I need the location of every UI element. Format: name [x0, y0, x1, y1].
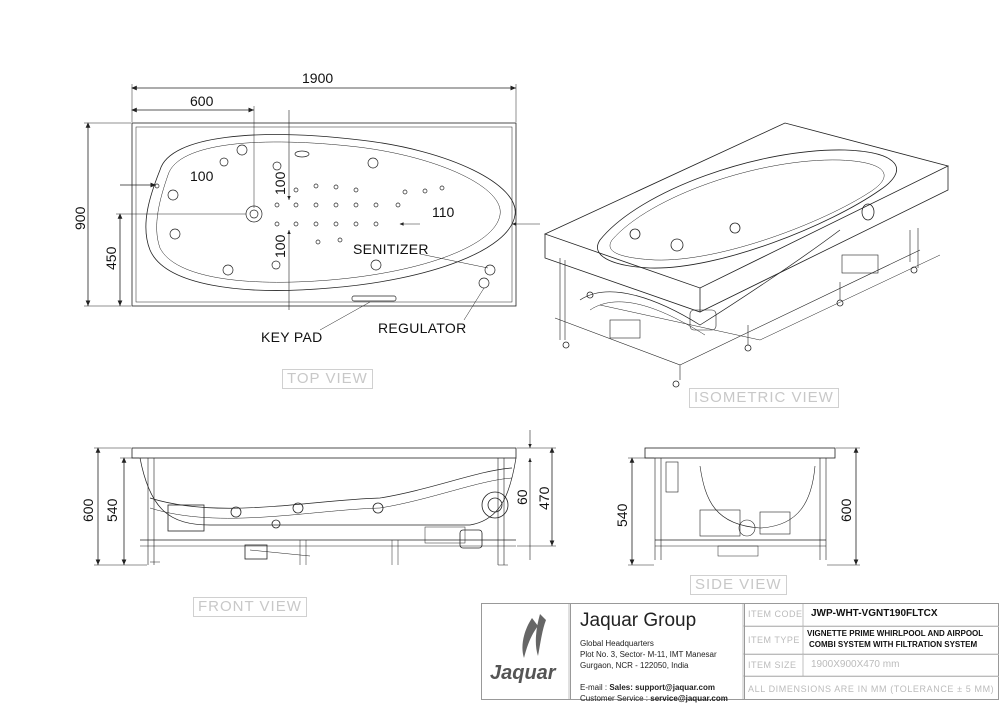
dim-front-rim: 60	[514, 489, 530, 505]
spec-row-item-size: ITEM SIZE 1900X900X470 mm	[745, 654, 999, 677]
dim-half-top: 450	[103, 246, 119, 270]
contact-info: E-mail : Sales: support@jaquar.com Custo…	[580, 682, 728, 704]
item-size-value: 1900X900X470 mm	[811, 659, 900, 670]
view-label-side: SIDE VIEW	[690, 575, 787, 595]
view-label-top: TOP VIEW	[282, 369, 373, 389]
sales-email[interactable]: support@jaquar.com	[635, 683, 715, 692]
dim-jet-spacing-h: 100	[190, 168, 214, 184]
top-view	[84, 84, 540, 331]
email-label: E-mail :	[580, 683, 610, 692]
dim-width-top: 900	[72, 206, 88, 230]
dim-length-top: 1900	[302, 70, 334, 86]
item-code-value: JWP-WHT-VGNT190FLTCX	[811, 608, 938, 619]
jaquar-logo: Jaquar	[490, 662, 556, 684]
service-label: Customer Service :	[580, 694, 651, 703]
view-label-isometric: ISOMETRIC VIEW	[689, 388, 839, 408]
dim-offset-top: 600	[190, 93, 214, 109]
front-view	[94, 430, 556, 566]
title-block: Jaquar Jaquar Group Global Headquarters …	[481, 603, 999, 703]
address-line-2: Gurgaon, NCR - 122050, India	[580, 661, 689, 670]
spec-row-item-code: ITEM CODE JWP-WHT-VGNT190FLTCX	[745, 604, 999, 627]
hq-title: Global Headquarters	[580, 639, 654, 648]
dim-side-inner: 540	[614, 503, 630, 527]
address-line-1: Plot No. 3, Sector- M-11, IMT Manesar	[580, 650, 717, 659]
dim-jet-offset: 110	[432, 204, 455, 220]
company-name: Jaquar Group	[580, 610, 697, 631]
item-type-line-1: VIGNETTE PRIME WHIRLPOOL AND AIRPOOL	[807, 629, 984, 638]
spec-table: ITEM CODE JWP-WHT-VGNT190FLTCX ITEM TYPE…	[744, 604, 999, 699]
headquarters-address: Global Headquarters Plot No. 3, Sector- …	[580, 638, 717, 671]
callout-regulator: REGULATOR	[378, 320, 467, 336]
dim-front-total: 470	[536, 486, 552, 510]
item-type-line-2: COMBI SYSTEM WITH FILTRATION SYSTEM	[809, 640, 978, 649]
callout-keypad: KEY PAD	[261, 329, 323, 345]
dim-jet-spacing-v1: 100	[272, 171, 288, 195]
dim-side-height: 600	[838, 498, 854, 522]
item-code-label: ITEM CODE	[748, 609, 803, 619]
dim-front-height: 600	[80, 498, 96, 522]
sales-label: Sales:	[609, 683, 636, 692]
callout-sanitizer: SENITIZER	[353, 241, 429, 257]
spec-row-item-type: ITEM TYPE VIGNETTE PRIME WHIRLPOOL AND A…	[745, 626, 999, 655]
view-label-front: FRONT VIEW	[193, 597, 307, 617]
dim-jet-spacing-v2: 100	[272, 234, 288, 258]
item-type-label: ITEM TYPE	[748, 635, 800, 645]
jaquar-logo-mark	[522, 614, 546, 658]
dim-front-inner: 540	[104, 498, 120, 522]
service-email[interactable]: service@jaquar.com	[650, 694, 728, 703]
isometric-view	[543, 122, 950, 388]
logo-cell: Jaquar	[482, 604, 571, 699]
side-view	[628, 447, 860, 566]
dimension-note: ALL DIMENSIONS ARE IN MM (TOLERANCE ± 5 …	[748, 684, 995, 694]
item-size-label: ITEM SIZE	[748, 660, 797, 670]
